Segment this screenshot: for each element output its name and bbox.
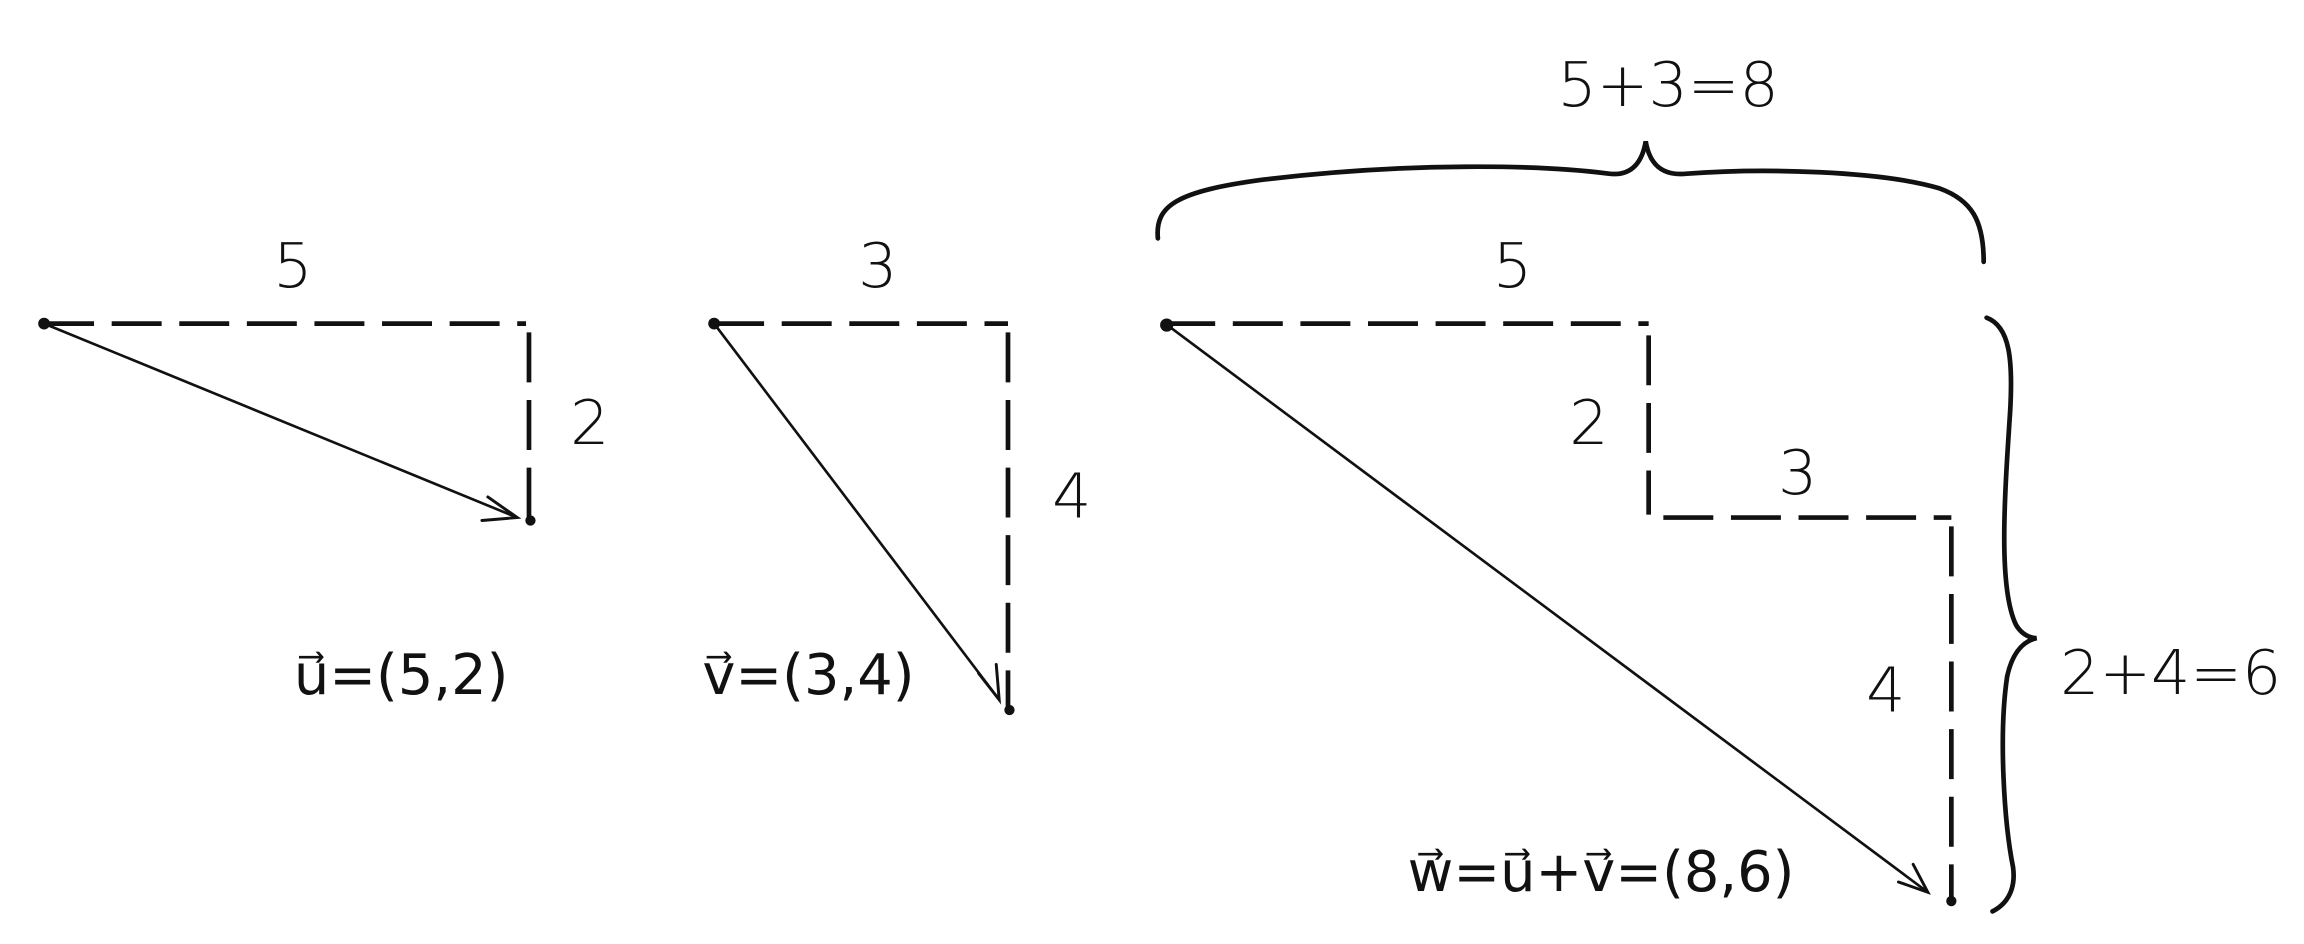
v-vertical-label: 4: [1052, 461, 1091, 533]
v-caption: v⃗=(3,4): [702, 643, 914, 708]
u-horizontal-label: 5: [273, 230, 312, 302]
u-caption: u⃗=(5,2): [294, 643, 509, 708]
top-brace-label: 5+3=8: [1558, 49, 1779, 121]
right-brace: [1984, 315, 2038, 914]
v-horizontal-label: 3: [858, 230, 897, 302]
w-arrowhead: [1896, 862, 1931, 895]
vector-v-diagram: 3 4 v⃗=(3,4): [702, 230, 1091, 716]
w-second-horizontal-label: 3: [1778, 437, 1817, 509]
w-second-vertical-label: 4: [1866, 655, 1905, 727]
vector-w-diagram: 5 2 3 4 5+3=8 2+4=6 w⃗=u⃗+v⃗=(8,6): [1155, 49, 2281, 914]
top-brace: [1155, 140, 1987, 265]
vector-u-diagram: 5 2 u⃗=(5,2): [38, 230, 609, 708]
u-start-dot: [38, 317, 50, 330]
w-start-dot: [1160, 318, 1174, 332]
w-end-dot: [1946, 895, 1957, 907]
v-arrowhead: [977, 663, 1002, 705]
v-end-dot: [1004, 704, 1015, 716]
u-vector-arrow: [43, 322, 518, 519]
u-arrowhead: [480, 495, 522, 522]
v-start-dot: [708, 317, 720, 330]
w-first-vertical-label: 2: [1569, 387, 1608, 459]
right-brace-label: 2+4=6: [2060, 637, 2281, 709]
w-vector-arrow: [1164, 322, 1929, 894]
w-caption: w⃗=u⃗+v⃗=(8,6): [1408, 840, 1795, 905]
w-first-horizontal-label: 5: [1493, 230, 1532, 302]
u-end-dot: [525, 515, 536, 526]
v-vector-arrow: [713, 322, 1001, 701]
u-vertical-label: 2: [570, 387, 609, 459]
